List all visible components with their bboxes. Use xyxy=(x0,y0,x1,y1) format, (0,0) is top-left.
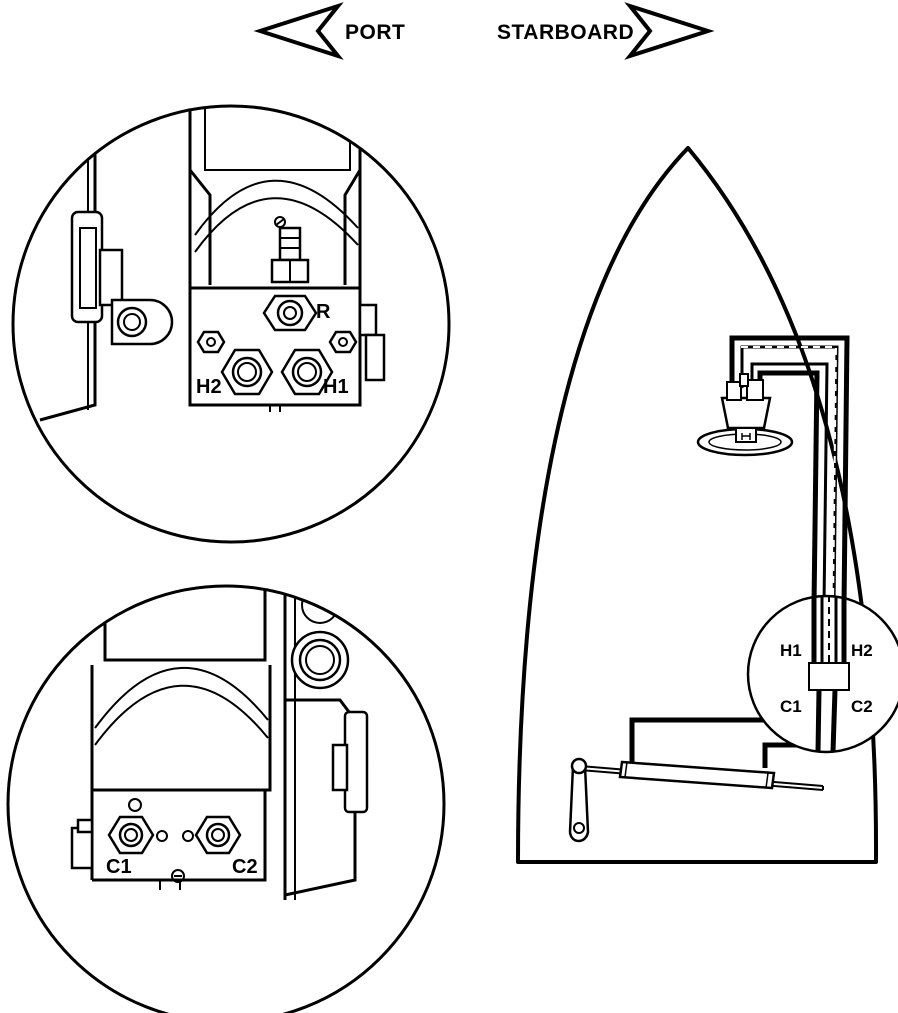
hose-junction-detail: H1 H2 C1 C2 xyxy=(746,594,898,754)
lower-detail-circle xyxy=(6,584,446,1013)
tiller-arm-icon xyxy=(568,757,590,843)
helm-pump-illustration xyxy=(20,106,386,422)
boat-helm-1-label: H1 xyxy=(780,641,802,660)
helm-2-port-label: H2 xyxy=(196,376,222,398)
port-arrow-icon xyxy=(253,2,344,60)
steering-cylinder-icon xyxy=(579,760,824,791)
boat-top-view: H1 H2 C1 C2 xyxy=(516,146,898,864)
helm-1-port-label: H1 xyxy=(323,376,349,398)
helm-pump-icon xyxy=(696,373,794,457)
upper-detail-view: R H2 H1 xyxy=(11,104,451,544)
starboard-label: STARBOARD xyxy=(497,21,634,44)
lower-detail-view: C1 C2 xyxy=(6,584,446,1013)
starboard-arrow-icon xyxy=(624,2,715,60)
port-label: PORT xyxy=(345,21,405,44)
boat-hull xyxy=(516,146,879,864)
helm-hoses xyxy=(729,335,850,606)
cylinder-2-port-label: C2 xyxy=(232,856,258,878)
return-port-label: R xyxy=(316,301,331,323)
boat-cylinder-2-label: C2 xyxy=(851,697,873,716)
direction-header: PORT STARBOARD xyxy=(253,2,715,60)
cylinder-block-illustration xyxy=(70,586,369,900)
cylinder-1-port-label: C1 xyxy=(106,856,132,878)
boat-helm-2-label: H2 xyxy=(851,641,873,660)
boat-cylinder-1-label: C1 xyxy=(780,697,802,716)
upper-detail-circle xyxy=(11,104,451,544)
